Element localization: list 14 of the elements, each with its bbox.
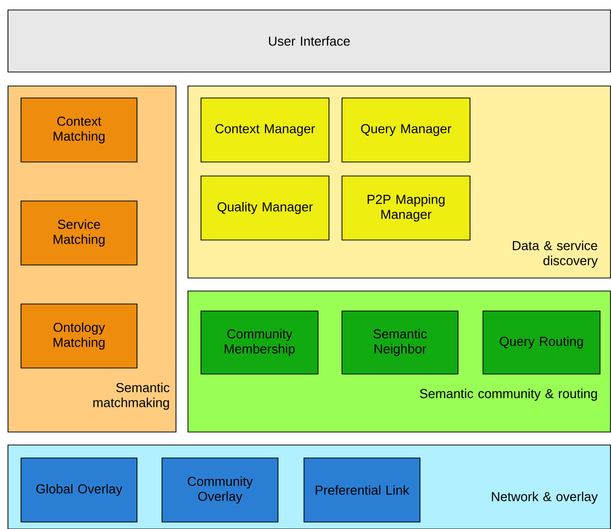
module-box: P2P Mapping Manager [342,176,470,240]
module-box: Query Routing [482,310,600,374]
module-box: Query Manager [342,98,470,162]
module-box: Service Matching [20,200,138,266]
module-box: Global Overlay [20,458,138,522]
header-bar: User Interface [8,10,611,72]
module-box: Ontology Matching [20,304,138,368]
module-box: Quality Manager [200,176,330,240]
module-box: Community Membership [200,310,318,374]
module-box: Preferential Link [304,458,420,522]
module-box: Context Matching [20,98,138,162]
module-box: Community Overlay [162,458,278,522]
module-box: Context Manager [200,98,330,162]
module-box: Semantic Neighbor [342,310,458,374]
